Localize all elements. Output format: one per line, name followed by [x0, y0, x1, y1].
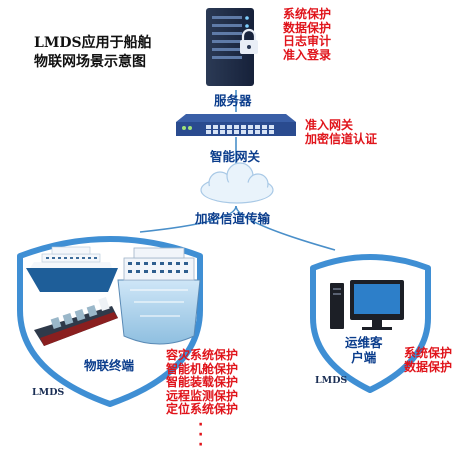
gateway-label: 智能网关: [210, 149, 261, 164]
ops-client-label-line: 户端: [351, 350, 377, 365]
server-feature: 系统保护: [283, 7, 332, 21]
iot-feature: 远程监测保护: [166, 388, 239, 403]
iot-terminal-features: 容灾系统保护 智能机舱保护 智能装载保护 远程监测保护 定位系统保护: [166, 348, 239, 417]
ops-client-feature: 系统保护: [404, 346, 453, 360]
ship-bow-icon: [117, 247, 201, 345]
desktop-computer-icon: [330, 280, 404, 330]
cloud-terminal-link: [139, 205, 237, 233]
server-label: 服务器: [214, 93, 252, 108]
ops-client-label: 运维客 户端: [345, 335, 383, 365]
ops-client-features: 系统保护 数据保护: [404, 346, 453, 374]
gateway-feature: 加密信道认证: [305, 131, 378, 146]
cloud-icon: [200, 162, 274, 204]
ops-client-feature: 数据保护: [404, 359, 453, 374]
server-feature: 日志审计: [283, 34, 332, 49]
server-feature: 数据保护: [283, 20, 332, 35]
server-icon: [206, 8, 258, 86]
iot-terminal-lmds-badge: LMDS: [32, 387, 65, 398]
gateway-switch-icon: [176, 114, 296, 136]
lock-icon: [240, 28, 258, 54]
iot-feature-ellipsis: · · ·: [198, 417, 204, 453]
diagram-title-line-1: LMDS应用于船舶: [34, 35, 152, 51]
channel-label: 加密信道传输: [195, 211, 271, 226]
diagram-title-line-2: 物联网场景示意图: [34, 54, 146, 70]
ops-client-label-line: 运维客: [345, 335, 383, 350]
iot-feature: 定位系统保护: [166, 402, 239, 417]
gateway-feature: 准入网关: [305, 118, 354, 132]
cloud-client-link: [235, 205, 336, 251]
iot-feature: 容灾系统保护: [166, 348, 239, 362]
cargo-ship-icon: [34, 297, 118, 346]
iot-feature: 智能装载保护: [166, 375, 239, 390]
iot-feature: 智能机舱保护: [166, 361, 239, 376]
gateway-features: 准入网关 加密信道认证: [305, 118, 378, 146]
server-feature: 准入登录: [283, 47, 332, 62]
server-features: 系统保护 数据保护 日志审计 准入登录: [283, 7, 332, 62]
ops-client-lmds-badge: LMDS: [315, 375, 348, 386]
iot-terminal-label: 物联终端: [84, 358, 135, 373]
cruise-ship-icon: [26, 246, 118, 292]
